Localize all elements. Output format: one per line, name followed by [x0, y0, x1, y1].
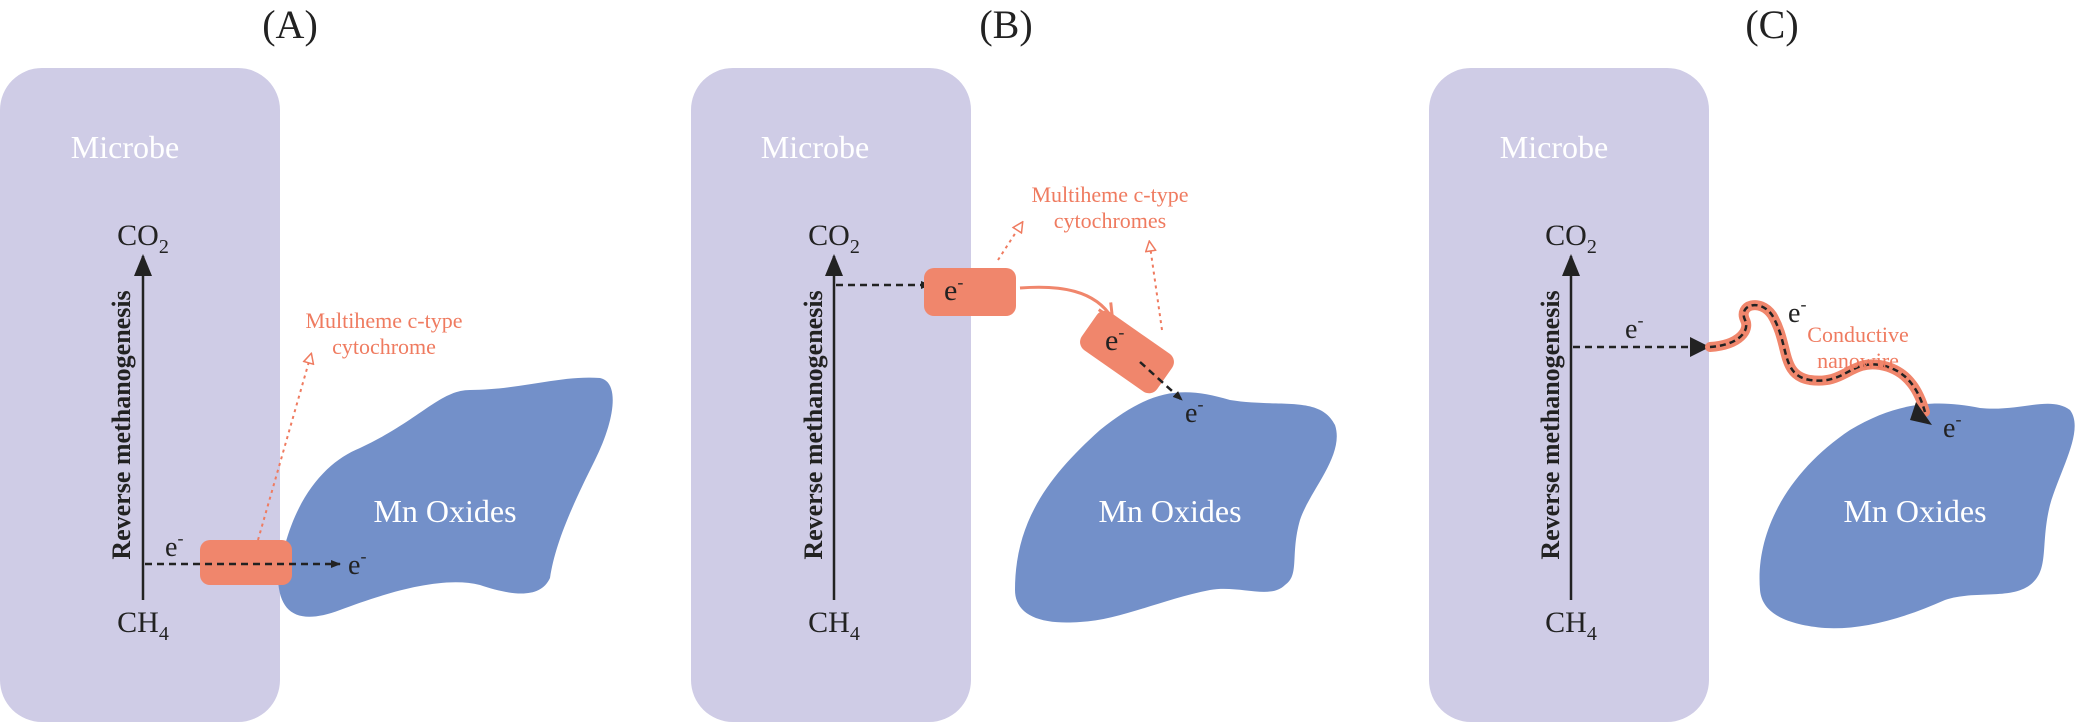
- annotation-pointer: [997, 226, 1020, 261]
- electron-wire-label: e-: [1788, 294, 1806, 329]
- co2-label: CO2: [117, 219, 169, 258]
- axis-label: Reverse methanogenesis: [1536, 290, 1565, 559]
- ch4-label: CH4: [1545, 606, 1597, 645]
- panel-label: (B): [979, 2, 1032, 47]
- annotation-pointer: [1150, 246, 1163, 331]
- panel-b: (B) Microbe Mn Oxides CO2 CH4 Reverse me…: [691, 2, 1337, 722]
- mn-oxides: [1759, 403, 2075, 629]
- cytochrome-box-1: [924, 268, 1016, 316]
- nanowire-electron-path: [1709, 303, 1927, 413]
- co2-label: CO2: [1545, 219, 1597, 258]
- annotation-line1: Conductive: [1807, 322, 1908, 347]
- electron-box2-label: e-: [1105, 322, 1124, 357]
- annotation-line1: Multiheme c-type: [305, 308, 462, 333]
- ch4-label: CH4: [117, 606, 169, 645]
- co2-label: CO2: [808, 219, 860, 258]
- ch4-label: CH4: [808, 606, 860, 645]
- microbe-cell: [1429, 68, 1709, 722]
- annotation-line2: nanowire: [1817, 348, 1899, 373]
- mn-oxides: [278, 377, 613, 617]
- microbe-cell: [691, 68, 971, 722]
- cytochrome-box: [200, 540, 292, 585]
- annotation-line1: Multiheme c-type: [1031, 182, 1188, 207]
- electron-box1-label: e-: [944, 272, 963, 307]
- microbe-label: Microbe: [1500, 129, 1608, 165]
- electron-right-label: e-: [1185, 394, 1203, 429]
- electron-left-label: e-: [165, 528, 183, 563]
- electron-right-label: e-: [348, 546, 366, 581]
- electron-left-label: e-: [1625, 310, 1643, 345]
- arrowhead: [1690, 337, 1710, 357]
- axis-label: Reverse methanogenesis: [799, 290, 828, 559]
- cytochrome-transfer-arrow: [1019, 285, 1112, 318]
- annotation-line2: cytochromes: [1054, 208, 1166, 233]
- panel-a: (A) Microbe Mn Oxides CO2 CH4 Reverse me…: [0, 2, 613, 722]
- mn-oxides: [1015, 392, 1337, 623]
- annotation-line2: cytochrome: [332, 334, 436, 359]
- mineral-label: Mn Oxides: [1098, 493, 1241, 529]
- axis-label: Reverse methanogenesis: [107, 290, 136, 559]
- mineral-label: Mn Oxides: [373, 493, 516, 529]
- panel-label: (A): [262, 2, 318, 47]
- electron-transfer-arrow: [1139, 361, 1183, 401]
- electron-right-label: e-: [1943, 409, 1961, 444]
- cytochrome-box-2: [1080, 310, 1174, 394]
- microbe-label: Microbe: [71, 129, 179, 165]
- panel-c: (C) Microbe Mn Oxides CO2 CH4 Reverse me…: [1429, 2, 2075, 722]
- mineral-label: Mn Oxides: [1843, 493, 1986, 529]
- panel-label: (C): [1745, 2, 1798, 47]
- arrowhead: [1910, 402, 1932, 425]
- microbe-label: Microbe: [761, 129, 869, 165]
